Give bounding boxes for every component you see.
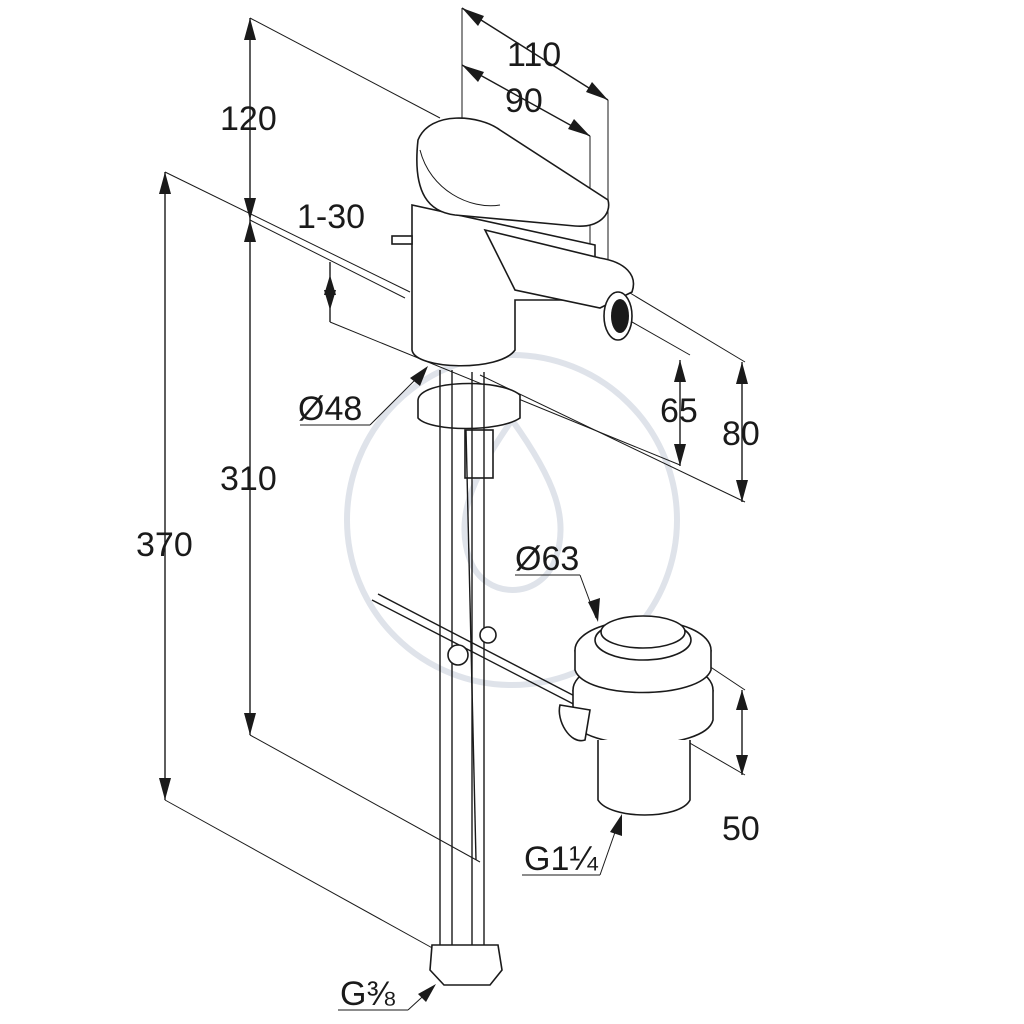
label-width-total: 110 xyxy=(507,36,561,74)
label-height-65: 65 xyxy=(660,392,698,430)
label-waste-diameter: Ø63 xyxy=(515,540,579,578)
label-waste-thread: G1¼ xyxy=(524,840,598,878)
waste-valve xyxy=(558,615,714,816)
label-height-top: 120 xyxy=(220,100,277,138)
label-width-spout: 90 xyxy=(505,82,543,120)
label-height-total: 370 xyxy=(136,526,193,564)
mounting-set xyxy=(417,370,521,986)
label-base-diameter: Ø48 xyxy=(298,390,362,428)
label-height-80: 80 xyxy=(722,415,760,453)
label-adjust-range: 1-30 xyxy=(297,198,365,236)
dimension-labels: 120 110 90 1-30 Ø48 65 80 310 370 Ø63 50… xyxy=(136,36,760,1013)
label-height-body: 310 xyxy=(220,460,277,498)
waste-rod xyxy=(371,593,591,711)
mixer-body xyxy=(391,117,635,367)
label-waste-height: 50 xyxy=(722,810,760,848)
watermark-logo xyxy=(344,352,680,688)
label-supply-thread: G⅜ xyxy=(340,975,395,1013)
